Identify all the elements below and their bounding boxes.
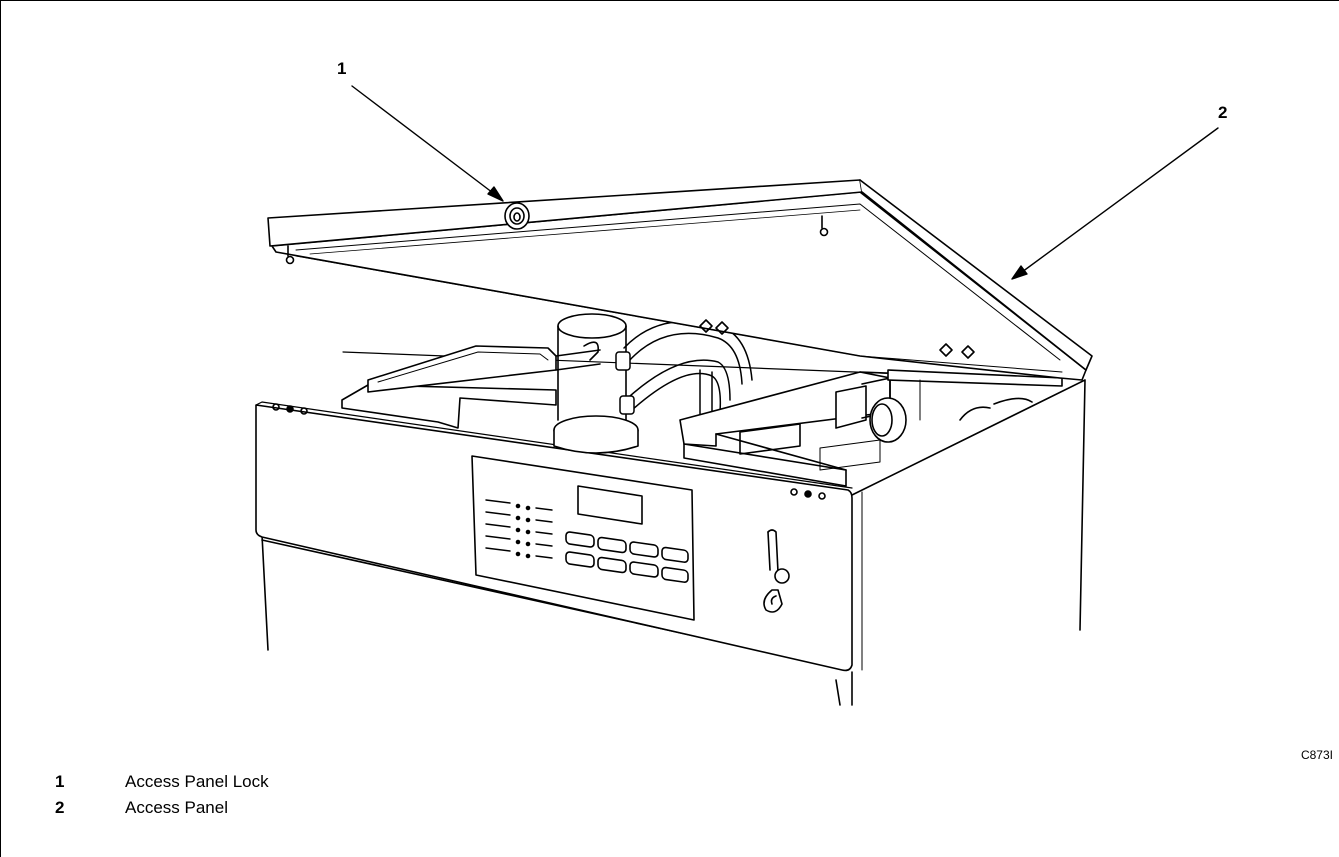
interior-tray — [341, 345, 601, 429]
hinge-pin-icon — [819, 227, 829, 237]
screw-icon — [804, 490, 812, 498]
display-window — [577, 485, 643, 525]
indicator-lights — [485, 499, 553, 559]
legend-number: 1 — [55, 772, 65, 791]
screw-icon — [286, 405, 294, 413]
callout-number-1: 1 — [337, 59, 347, 78]
legend-label: Access Panel — [125, 798, 228, 817]
callout-legend: 1 Access Panel Lock 2 Access Panel — [55, 772, 269, 824]
legend-item: 1 Access Panel Lock — [55, 772, 269, 798]
interior-pump — [553, 313, 639, 454]
legend-item: 2 Access Panel — [55, 798, 269, 824]
access-panel — [267, 179, 1093, 381]
leader-arrow-2 — [1011, 127, 1219, 280]
electronics-board — [679, 371, 1061, 487]
interior-hoses — [615, 320, 753, 419]
leader-arrow-1 — [351, 85, 504, 202]
screw-icon — [790, 488, 798, 496]
screw-icon — [818, 492, 826, 500]
interior-right — [887, 369, 1063, 421]
hinge-pin-icon — [285, 255, 295, 265]
screw-icon — [272, 403, 280, 411]
cabinet-illustration — [255, 85, 1219, 706]
legend-label: Access Panel Lock — [125, 772, 269, 791]
callout-number-2: 2 — [1218, 103, 1228, 122]
access-panel-lock — [504, 202, 530, 230]
keypad-panel — [471, 455, 695, 621]
legend-number: 2 — [55, 798, 65, 817]
key-holder — [763, 529, 790, 613]
figure-id: C873I — [1300, 748, 1333, 762]
screw-icon — [300, 407, 308, 415]
keypad-buttons — [565, 531, 689, 583]
